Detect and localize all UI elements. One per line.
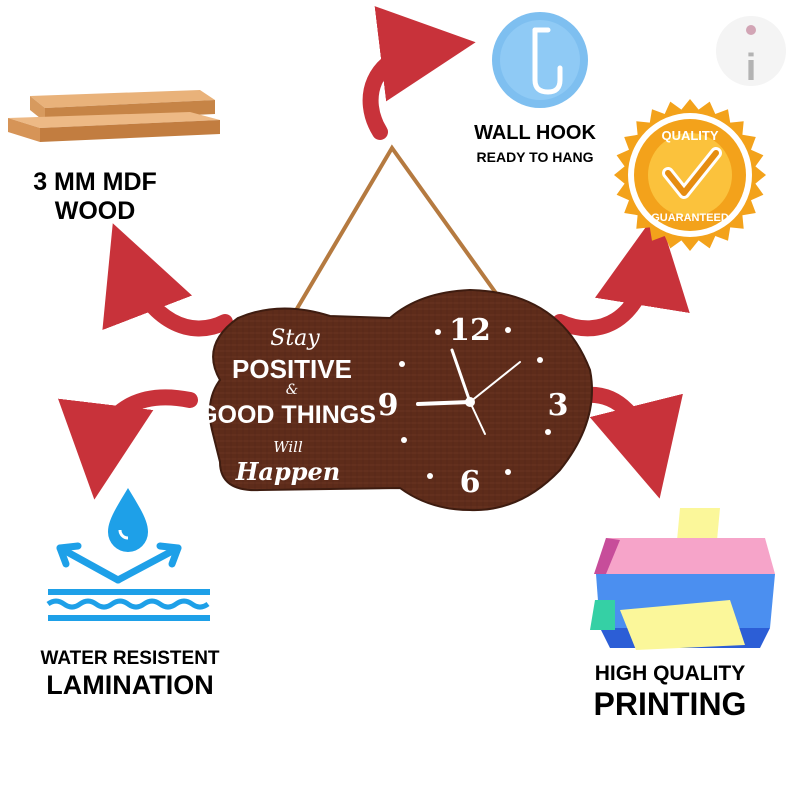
quote-happen: Happen xyxy=(235,457,341,486)
printing-label-line2: PRINTING xyxy=(593,686,747,722)
quality-top-text: QUALITY xyxy=(661,128,718,143)
clock-minute-hand xyxy=(450,348,472,404)
clock-numeral-6: 6 xyxy=(460,465,481,500)
clock-hour-hand xyxy=(416,400,472,406)
quote-positive: POSITIVE xyxy=(232,354,352,384)
clock-center xyxy=(465,397,475,407)
brand-logo: i xyxy=(716,16,786,89)
printer-icon xyxy=(590,508,775,650)
arrow-to-quality xyxy=(552,210,690,337)
arrow-to-mdf xyxy=(102,223,233,337)
arrow-to-hook xyxy=(362,6,476,140)
quote-will: Will xyxy=(273,438,303,456)
printing-label-line1: HIGH QUALITY xyxy=(594,662,746,685)
wall-hook-icon xyxy=(492,12,588,108)
clock-numeral-3: 3 xyxy=(548,388,569,423)
wood-planks-icon xyxy=(8,90,220,142)
clock-second-hand xyxy=(469,361,521,403)
arrow-to-printing xyxy=(577,386,683,499)
quality-badge-icon: QUALITY GUARANTEED xyxy=(614,99,766,251)
quote-ampersand: & xyxy=(286,382,298,398)
mdf-label-line2: WOOD xyxy=(54,196,136,225)
hook-subtitle: READY TO HANG xyxy=(476,149,594,165)
clock-minute-dots xyxy=(399,327,551,479)
brand-logo-letter: i xyxy=(746,47,757,89)
arrow-to-water xyxy=(58,389,198,500)
quality-bottom-text: GUARANTEED xyxy=(651,212,729,224)
clock-numeral-12: 12 xyxy=(449,313,491,348)
mdf-label: 3 MM MDF WOOD xyxy=(10,168,180,226)
quote-stay: Stay xyxy=(270,326,320,351)
mdf-label-line1: 3 MM MDF xyxy=(33,168,157,196)
wall-clock: 12 3 6 9 Stay POSITIVE & GOOD THINGS Wil… xyxy=(198,288,593,512)
water-drop-icon xyxy=(46,488,210,621)
hook-title: WALL HOOK xyxy=(474,122,596,144)
quote-good-things: GOOD THINGS xyxy=(198,401,376,429)
clock-numeral-9: 9 xyxy=(378,388,399,423)
water-label-line2: LAMINATION xyxy=(46,670,214,700)
water-label-line1: WATER RESISTENT xyxy=(40,648,220,669)
